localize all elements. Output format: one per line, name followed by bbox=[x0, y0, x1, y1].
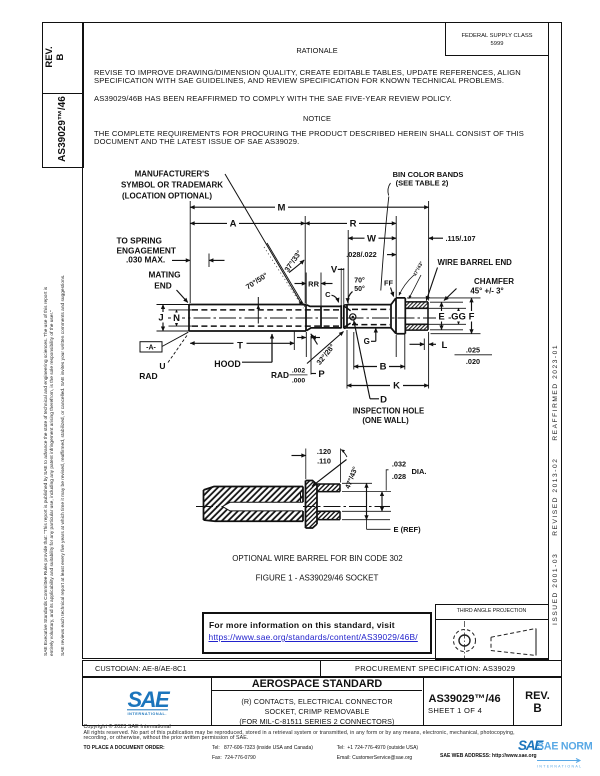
svg-text:C: C bbox=[325, 290, 331, 299]
svg-text:B: B bbox=[380, 362, 387, 373]
svg-text:INSPECTION HOLE: INSPECTION HOLE bbox=[353, 406, 424, 415]
svg-text:50°: 50° bbox=[354, 285, 365, 293]
svg-text:R: R bbox=[350, 219, 357, 230]
svg-text:A: A bbox=[230, 219, 237, 230]
svg-text:.110: .110 bbox=[317, 457, 331, 466]
svg-text:G: G bbox=[364, 337, 370, 346]
svg-text:CHAMFER: CHAMFER bbox=[474, 277, 514, 286]
svg-text:WIRE BARREL END: WIRE BARREL END bbox=[438, 258, 513, 267]
svg-text:.032: .032 bbox=[392, 459, 406, 468]
svg-text:K: K bbox=[393, 381, 400, 392]
svg-text:HOOD: HOOD bbox=[214, 359, 240, 369]
svg-text:J: J bbox=[158, 313, 163, 324]
svg-text:DIA.: DIA. bbox=[412, 467, 427, 476]
svg-text:W: W bbox=[367, 233, 376, 244]
svg-text:(ONE WALL): (ONE WALL) bbox=[362, 416, 409, 425]
svg-text:SAE: SAE bbox=[518, 738, 544, 753]
svg-text:RR: RR bbox=[308, 279, 319, 288]
svg-text:E (REF): E (REF) bbox=[394, 525, 422, 534]
svg-text:L: L bbox=[442, 340, 448, 351]
svg-text:F: F bbox=[469, 312, 475, 323]
svg-text:RAD: RAD bbox=[139, 371, 157, 381]
svg-text:N: N bbox=[173, 313, 180, 324]
svg-text:47°/43°: 47°/43° bbox=[412, 261, 425, 278]
svg-text:END: END bbox=[154, 280, 172, 290]
svg-text:(SEE TABLE 2): (SEE TABLE 2) bbox=[396, 179, 449, 188]
svg-text:SAE NORM: SAE NORM bbox=[537, 741, 593, 753]
svg-text:.025: .025 bbox=[466, 345, 480, 354]
svg-text:70°/50°: 70°/50° bbox=[244, 271, 269, 292]
svg-text:V: V bbox=[331, 264, 338, 275]
svg-text:MATING: MATING bbox=[148, 270, 180, 280]
svg-text:.115/.107: .115/.107 bbox=[446, 234, 476, 243]
svg-text:OPTIONAL WIRE BARREL FOR BIN C: OPTIONAL WIRE BARREL FOR BIN CODE 302 bbox=[232, 554, 402, 563]
svg-text:SAE: SAE bbox=[128, 687, 172, 712]
svg-text:INTERNATIONAL.: INTERNATIONAL. bbox=[128, 712, 167, 716]
svg-text:(LOCATION OPTIONAL): (LOCATION OPTIONAL) bbox=[122, 191, 212, 200]
svg-text:FIGURE 1 - AS39029/46 SOCKET: FIGURE 1 - AS39029/46 SOCKET bbox=[256, 574, 379, 583]
svg-text:-A-: -A- bbox=[146, 345, 156, 352]
svg-text:.028/.022: .028/.022 bbox=[346, 250, 376, 259]
svg-text:SYMBOL OR TRADEMARK: SYMBOL OR TRADEMARK bbox=[121, 181, 223, 190]
svg-text:FF: FF bbox=[384, 279, 394, 288]
svg-text:MANUFACTURER'S: MANUFACTURER'S bbox=[135, 170, 210, 179]
svg-text:P: P bbox=[318, 369, 325, 380]
svg-text:ENGAGEMENT: ENGAGEMENT bbox=[117, 245, 176, 255]
svg-text:RAD: RAD bbox=[271, 370, 289, 380]
svg-text:.020: .020 bbox=[466, 357, 480, 366]
svg-text:M: M bbox=[278, 202, 286, 213]
svg-text:GG: GG bbox=[451, 312, 466, 323]
svg-text:.002: .002 bbox=[292, 368, 305, 375]
svg-text:U: U bbox=[159, 361, 165, 371]
svg-text:45° +/- 3°: 45° +/- 3° bbox=[470, 287, 503, 296]
svg-text:.030 MAX.: .030 MAX. bbox=[126, 255, 165, 265]
svg-text:47°/43°: 47°/43° bbox=[344, 465, 360, 490]
svg-text:TO SPRING: TO SPRING bbox=[117, 236, 163, 246]
svg-text:.120: .120 bbox=[317, 447, 331, 456]
svg-text:INTERNATIONAL: INTERNATIONAL bbox=[537, 765, 582, 769]
svg-text:D: D bbox=[380, 394, 387, 405]
svg-text:70°: 70° bbox=[354, 277, 365, 285]
svg-text:BIN COLOR BANDS: BIN COLOR BANDS bbox=[393, 170, 464, 179]
svg-text:E: E bbox=[438, 312, 444, 323]
svg-text:.028: .028 bbox=[392, 472, 406, 481]
svg-text:T: T bbox=[237, 340, 243, 351]
svg-text:.000: .000 bbox=[292, 378, 305, 385]
